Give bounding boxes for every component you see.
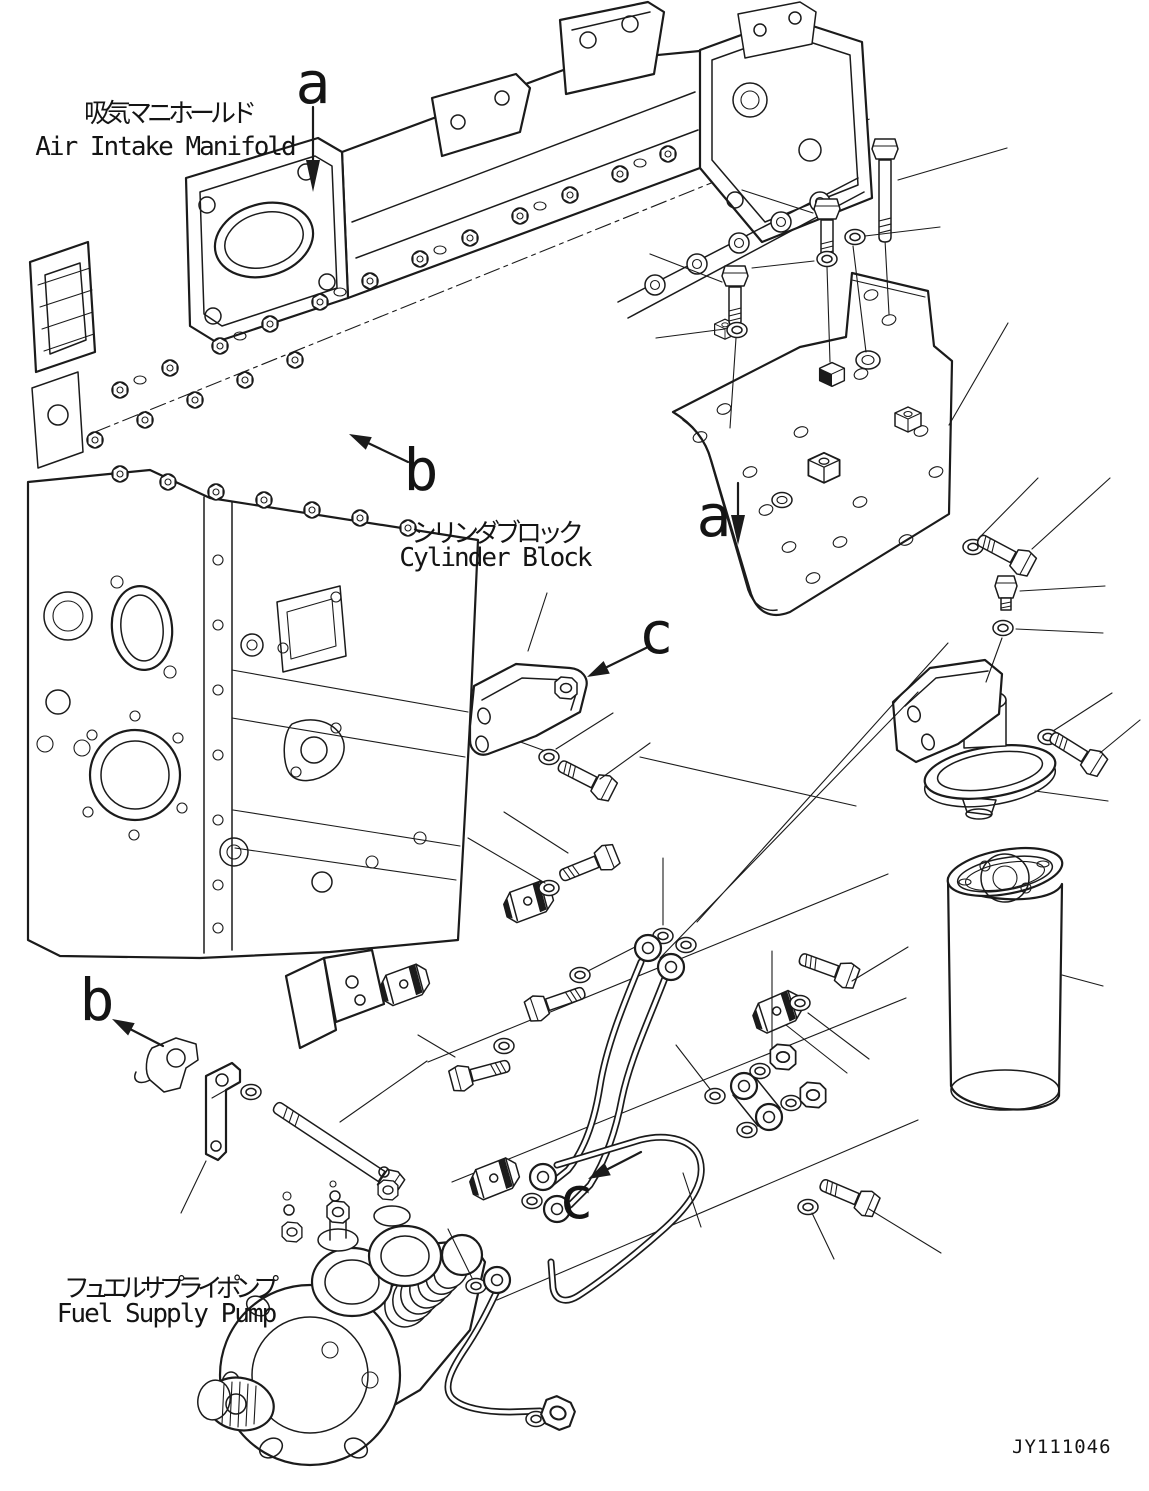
washer (240, 1083, 262, 1101)
fuel-supply-pump (197, 1166, 487, 1467)
cylinder-block-label-en: Cylinder Block (399, 543, 592, 573)
air-intake-manifold (28, 0, 874, 469)
view-marker-a-bracket: a (697, 482, 732, 550)
bolt (794, 945, 862, 992)
bolt (1043, 724, 1110, 780)
view-arrow-a-bracket (731, 481, 745, 545)
bolt (522, 979, 590, 1025)
banjo-eye (754, 1102, 784, 1132)
pipe-fitting-nut (537, 1392, 579, 1434)
pipe-bracket-c (468, 662, 620, 805)
washer (521, 1192, 543, 1210)
filter-mounting-plate (671, 271, 954, 617)
view-marker-b-manifold: b (404, 436, 439, 504)
washer (797, 1198, 819, 1216)
nut (769, 1043, 797, 1071)
washer (569, 966, 591, 984)
washer (844, 228, 866, 246)
washer (538, 879, 560, 897)
banjo-eye (528, 1162, 558, 1192)
fuel-supply-pump-label-jp: フュエルサプライポンプ (64, 1274, 279, 1304)
bolt (447, 1052, 514, 1095)
fuel-supply-pump-label-en: Fuel Supply Pump (57, 1299, 277, 1329)
view-marker-a-manifold: a (296, 49, 331, 117)
view-arrow-c-pipe (588, 1150, 643, 1179)
cylinder-block (26, 465, 480, 960)
banjo-eye (633, 933, 663, 963)
air-intake-manifold-label-jp: 吸気マニホールド (84, 99, 254, 129)
bolt (813, 198, 841, 260)
bolt (721, 265, 749, 327)
view-arrow-b-manifold (349, 434, 410, 464)
washer (538, 748, 560, 766)
nut (554, 676, 578, 700)
banjo-eye (482, 1265, 512, 1295)
fuel-filter-cartridge (946, 847, 1064, 1111)
view-arrow-a-manifold (306, 105, 320, 192)
washer (780, 1094, 802, 1112)
bolt (554, 841, 622, 890)
drain-plug (994, 575, 1018, 611)
leader-lines (180, 147, 1141, 1279)
air-intake-manifold-label-en: Air Intake Manifold (35, 132, 295, 162)
hook-bracket (134, 1037, 199, 1093)
nut (799, 1081, 827, 1109)
washer (726, 321, 748, 339)
pipe-clamp (465, 1155, 524, 1203)
lower-right-bolts (797, 1171, 882, 1221)
square-nut (894, 406, 922, 433)
washer (816, 250, 838, 268)
view-markers: a b a c b c (80, 49, 745, 1232)
pipe-clamp (375, 961, 434, 1009)
manifold-bolt-row (86, 145, 677, 449)
bolt (871, 138, 899, 243)
bolt (552, 752, 620, 805)
washer (789, 994, 811, 1012)
view-marker-b-pump: b (80, 966, 115, 1034)
washer (675, 936, 697, 954)
plate-bolts (721, 138, 1039, 637)
square-nut (818, 361, 846, 388)
view-marker-c-bracket: c (639, 599, 674, 667)
figure-code: JY111046 (1012, 1436, 1112, 1458)
part-labels: 吸気マニホールド Air Intake Manifold シリンダブロック Cy… (35, 99, 1112, 1458)
view-arrow-c-bracket (587, 645, 650, 677)
banjo-fitting-cluster (704, 1043, 827, 1139)
fuel-pipes (444, 927, 705, 1434)
square-nut (807, 451, 841, 484)
washer (704, 1087, 726, 1105)
washer (736, 1121, 758, 1139)
fuel-filter-head (891, 658, 1110, 820)
bolt (815, 1171, 882, 1221)
view-marker-c-pipe: c (559, 1164, 594, 1232)
banjo-eye (656, 952, 686, 982)
view-arrow-b-pump (112, 1019, 165, 1048)
mount-bracket-l (284, 948, 386, 1050)
washer (749, 1062, 771, 1080)
washer (493, 1037, 515, 1055)
cylinder-block-label-jp: シリンダブロック (411, 519, 581, 549)
washer (992, 619, 1014, 637)
mount-bracket-vertical (204, 1061, 242, 1162)
